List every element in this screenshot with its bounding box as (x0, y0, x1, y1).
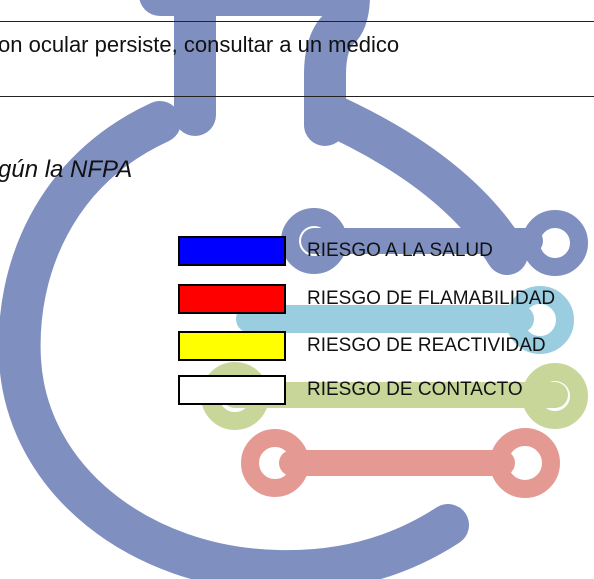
legend-label-contact-risk: RIESGO DE CONTACTO (307, 379, 523, 400)
legend-item-health-risk: RIESGO A LA SALUD (178, 236, 594, 270)
flask-body-arc (0, 101, 469, 579)
top-divider (0, 21, 594, 22)
legend-label-flammability-risk: RIESGO DE FLAMABILIDAD (307, 288, 556, 309)
white-contact-swatch (178, 375, 286, 405)
nfpa-risk-legend: RIESGO A LA SALUD RIESGO DE FLAMABILIDAD… (178, 236, 594, 412)
circuit-red-node-right (490, 428, 560, 498)
section-heading: gún la NFPA (0, 155, 133, 183)
circuit-red-node-left (241, 429, 309, 497)
bottom-divider (0, 96, 594, 97)
circuit-blue-node-left (281, 208, 347, 274)
legend-item-reactivity-risk: RIESGO DE REACTIVIDAD (178, 331, 594, 365)
blue-health-swatch (178, 236, 286, 266)
legend-label-reactivity-risk: RIESGO DE REACTIVIDAD (307, 335, 546, 356)
circuit-blue-node-right (522, 210, 588, 276)
legend-item-flammability-risk: RIESGO DE FLAMABILIDAD (178, 284, 594, 318)
flask-top-neck (139, 0, 370, 146)
legend-item-contact-risk: RIESGO DE CONTACTO (178, 375, 594, 409)
circuit-cyan-node-right (506, 286, 574, 354)
yellow-reactivity-swatch (178, 331, 286, 361)
legend-label-health-risk: RIESGO A LA SALUD (307, 240, 493, 261)
red-flammability-swatch (178, 284, 286, 314)
instruction-text: on ocular persiste, consultar a un medic… (0, 32, 400, 57)
circuit-green-node-right (522, 363, 588, 429)
flask-outline-icon (0, 0, 528, 579)
